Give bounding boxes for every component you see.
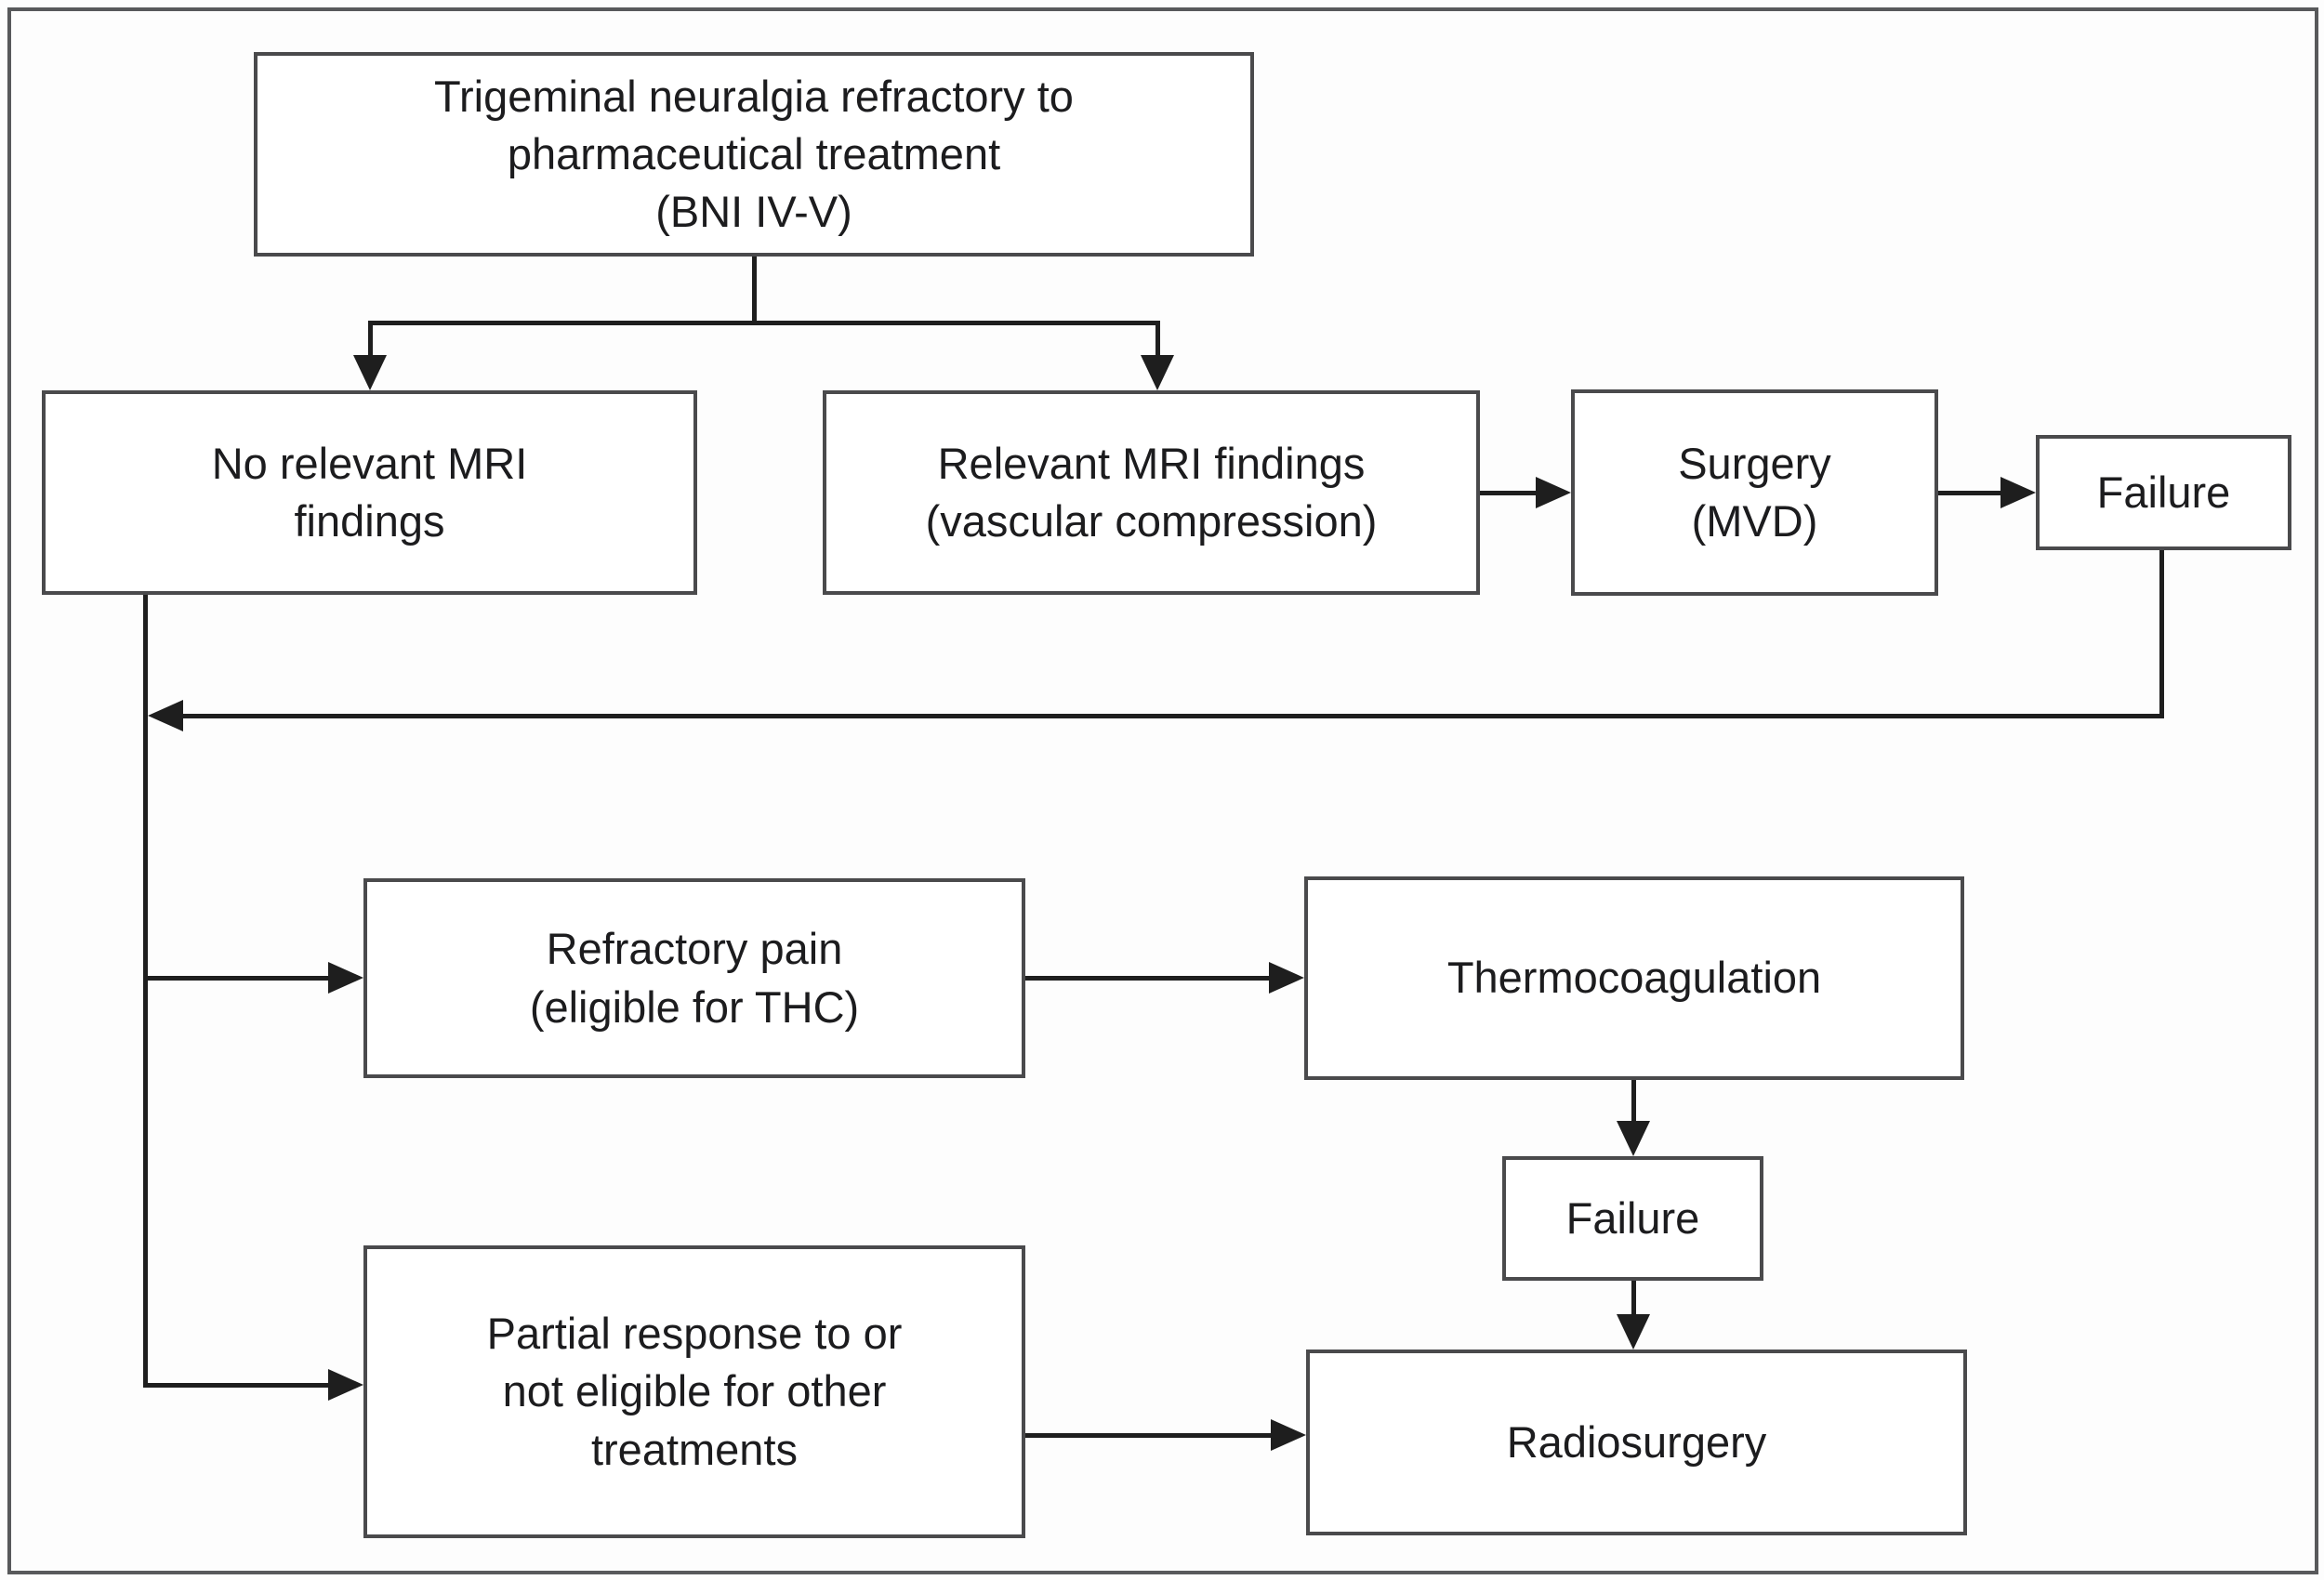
figure-border — [7, 7, 2318, 1574]
node-trigeminal-neuralgia-refractory: Trigeminal neuralgia refractory to pharm… — [254, 52, 1254, 257]
arrowhead-into-trunk — [148, 700, 183, 731]
node-thermocoagulation: Thermocoagulation — [1304, 876, 1964, 1080]
node-radiosurgery: Radiosurgery — [1306, 1350, 1967, 1535]
connector-left-trunk — [143, 595, 148, 1388]
arrowhead-into-no-mri — [353, 355, 387, 390]
connector-trunk-to-partial — [143, 1383, 330, 1388]
node-surgery-mvd: Surgery (MVD) — [1571, 389, 1938, 596]
node-partial-response-not-eligible: Partial response to or not eligible for … — [363, 1245, 1025, 1538]
node-failure-after-thermocoagulation: Failure — [1502, 1156, 1763, 1281]
arrowhead-into-radio-top — [1617, 1314, 1650, 1350]
arrowhead-into-thermo — [1269, 962, 1304, 994]
arrowhead-into-failure-mvd — [2000, 477, 2036, 508]
connector-start-stem — [752, 257, 757, 323]
connector-split-left-drop — [368, 321, 373, 357]
arrowhead-into-mri — [1141, 355, 1174, 390]
connector-mri-to-surgery — [1480, 491, 1538, 495]
arrowhead-into-failure-thc — [1617, 1121, 1650, 1156]
arrowhead-into-partial — [328, 1369, 363, 1401]
connector-failure-drop — [2159, 550, 2164, 718]
connector-split-horizontal — [368, 321, 1160, 325]
connector-split-right-drop — [1155, 321, 1160, 357]
arrowhead-into-surgery — [1536, 477, 1571, 508]
node-refractory-pain-eligible-thc: Refractory pain (eligible for THC) — [363, 878, 1025, 1078]
connector-thermo-drop — [1631, 1080, 1636, 1121]
node-failure-after-mvd: Failure — [2036, 435, 2291, 550]
node-no-relevant-mri-findings: No relevant MRI findings — [42, 390, 697, 595]
connector-failure-thc-drop — [1631, 1281, 1636, 1314]
arrowhead-into-radio-left — [1271, 1419, 1306, 1451]
connector-refractory-to-thermo — [1025, 976, 1269, 981]
connector-feedback-horizontal — [183, 714, 2164, 718]
connector-surgery-to-failure — [1938, 491, 2001, 495]
node-relevant-mri-findings: Relevant MRI findings (vascular compress… — [823, 390, 1480, 595]
connector-partial-to-radio — [1025, 1433, 1271, 1438]
connector-trunk-to-refractory — [143, 976, 330, 981]
arrowhead-into-refractory — [328, 962, 363, 994]
